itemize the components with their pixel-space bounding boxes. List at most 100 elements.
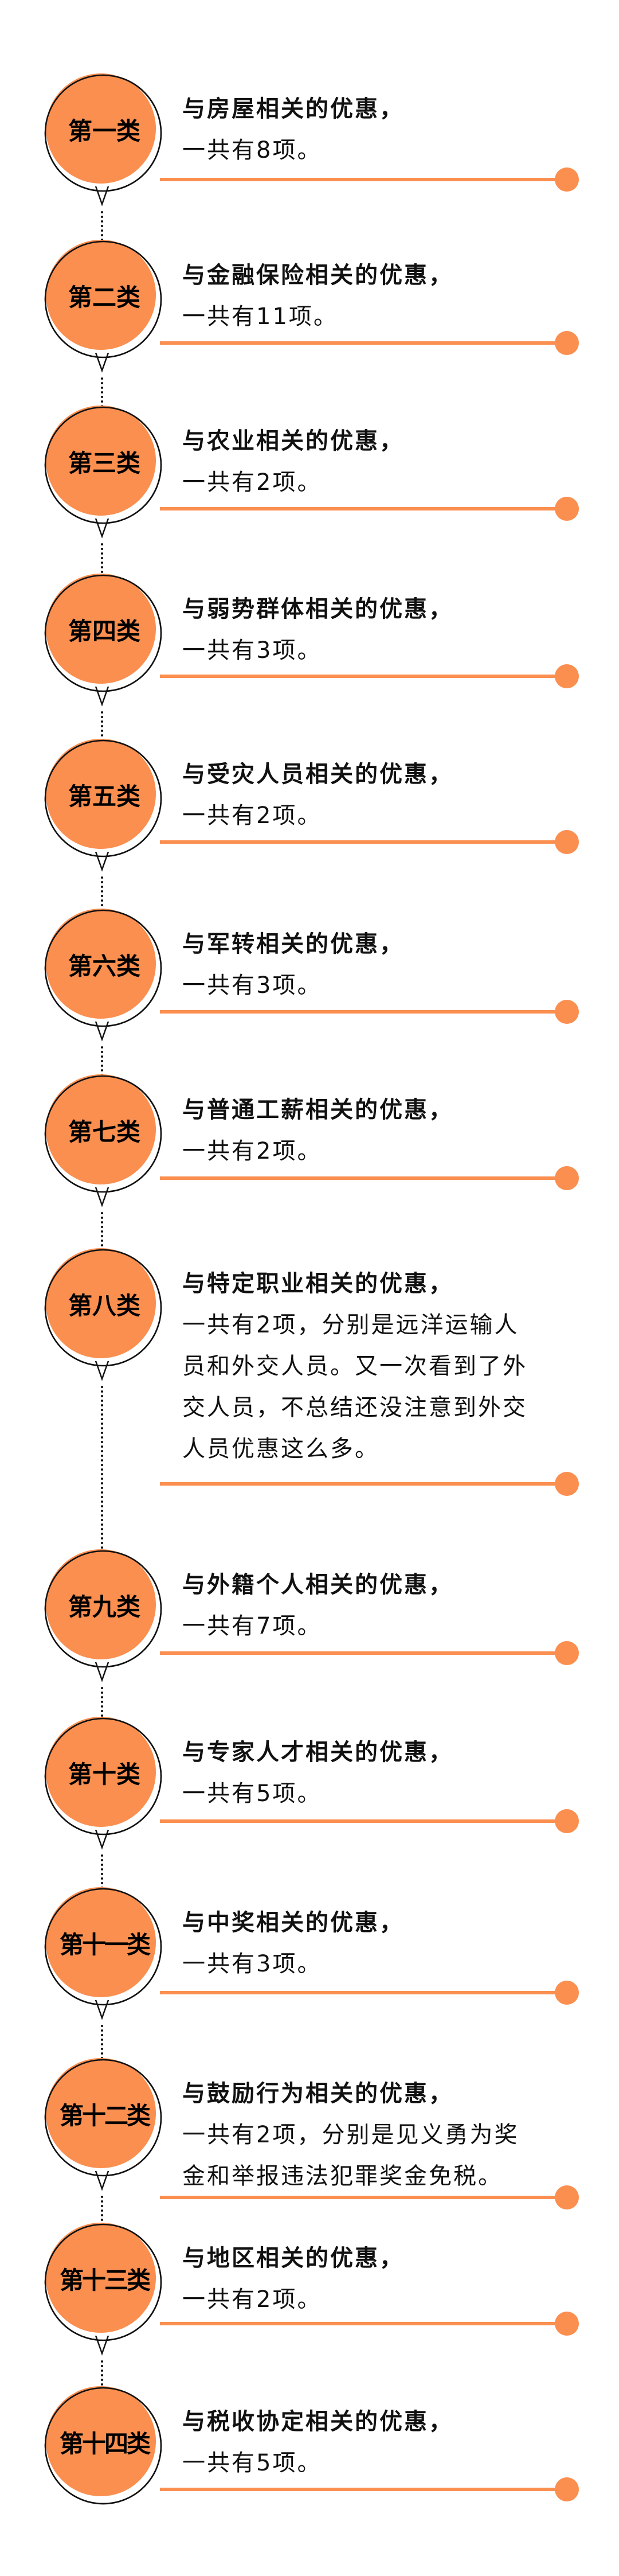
divider-line bbox=[160, 1991, 568, 1994]
category-description: 与特定职业相关的优惠，一共有2项，分别是远洋运输人员和外交人员。又一次看到了外交… bbox=[182, 1263, 595, 1470]
category-description: 与弱势群体相关的优惠，一共有3项。 bbox=[182, 589, 595, 671]
category-description: 与普通工薪相关的优惠， 一共有2项。 bbox=[182, 1089, 595, 1172]
category-detail-line: 一共有11项。 bbox=[182, 303, 338, 330]
divider-line bbox=[160, 675, 568, 678]
category-title: 与外籍个人相关的优惠， bbox=[182, 1572, 453, 1598]
divider-end-dot-icon bbox=[555, 830, 579, 854]
dotted-connector bbox=[101, 2359, 103, 2387]
category-detail-line: 一共有3项。 bbox=[182, 1951, 322, 1977]
category-description: 与鼓励行为相关的优惠， 一共有2项，分别是见义勇为奖金和举报违法犯罪奖金免税。 bbox=[182, 2073, 595, 2197]
dotted-connector bbox=[101, 376, 103, 407]
category-title: 与普通工薪相关的优惠， bbox=[182, 1097, 453, 1123]
category-detail-line: 金和举报违法犯罪奖金免税。 bbox=[182, 2163, 503, 2189]
dotted-connector bbox=[101, 2024, 103, 2059]
category-badge: 第十一类 bbox=[44, 1885, 166, 2022]
category-badge: 第十二类 bbox=[44, 2056, 166, 2193]
category-detail-line: 一共有8项。 bbox=[182, 137, 322, 163]
category-title: 与鼓励行为相关的优惠， bbox=[182, 2080, 453, 2107]
category-title: 与受灾人员相关的优惠， bbox=[182, 761, 453, 788]
divider-end-dot-icon bbox=[555, 1000, 579, 1024]
category-description: 与地区相关的优惠， 一共有2项。 bbox=[182, 2238, 595, 2320]
divider-end-dot-icon bbox=[555, 2312, 579, 2336]
category-description: 与税收协定相关的优惠， 一共有5项。 bbox=[182, 2401, 595, 2484]
category-description: 与专家人才相关的优惠，一共有5项。 bbox=[182, 1732, 595, 1814]
divider-end-dot-icon bbox=[555, 2477, 579, 2501]
speech-bubble-icon bbox=[44, 2058, 162, 2191]
dotted-connector bbox=[101, 1211, 103, 1249]
category-badge-label: 第一类 bbox=[68, 117, 140, 145]
divider-line bbox=[160, 2196, 568, 2199]
category-detail-line: 一共有2项，分别是见义勇为奖 bbox=[182, 2122, 519, 2148]
dotted-connector bbox=[101, 710, 103, 740]
category-badge-label: 第五类 bbox=[68, 782, 140, 810]
speech-bubble-icon bbox=[44, 1248, 162, 1381]
divider-end-dot-icon bbox=[555, 2185, 579, 2209]
dotted-connector bbox=[101, 542, 103, 575]
divider-line bbox=[160, 178, 568, 181]
divider-line bbox=[160, 1651, 568, 1655]
dotted-connector bbox=[101, 875, 103, 910]
speech-bubble-icon bbox=[44, 574, 162, 707]
category-detail-line: 一共有2项。 bbox=[182, 1138, 322, 1164]
category-badge-label: 第六类 bbox=[68, 952, 140, 980]
category-badge: 第九类 bbox=[44, 1547, 166, 1685]
category-detail-line: 一共有2项。 bbox=[182, 2286, 322, 2313]
category-badge: 第八类 bbox=[44, 1246, 166, 1384]
category-title: 与金融保险相关的优惠， bbox=[182, 262, 453, 289]
category-detail-line: 一共有5项。 bbox=[182, 1780, 322, 1807]
category-detail-line: 人员优惠这么多。 bbox=[182, 1436, 379, 1462]
category-title: 与地区相关的优惠， bbox=[182, 2245, 404, 2271]
dotted-connector bbox=[101, 1045, 103, 1075]
category-badge-label: 第九类 bbox=[68, 1593, 140, 1621]
speech-bubble-icon bbox=[44, 1887, 162, 2020]
category-badge: 第十四类 bbox=[44, 2384, 166, 2522]
category-detail-line: 一共有7项。 bbox=[182, 1613, 322, 1639]
category-badge-label: 第三类 bbox=[68, 449, 140, 477]
category-detail-line: 一共有3项。 bbox=[182, 637, 322, 664]
speech-bubble-icon bbox=[44, 1717, 162, 1850]
category-badge-label: 第七类 bbox=[68, 1118, 140, 1146]
category-description: 与房屋相关的优惠， 一共有8项。 bbox=[182, 88, 595, 171]
category-title: 与税收协定相关的优惠， bbox=[182, 2409, 453, 2435]
divider-line bbox=[160, 1819, 568, 1823]
divider-line bbox=[160, 2488, 568, 2491]
category-badge-label: 第十一类 bbox=[59, 1931, 151, 1959]
divider-line bbox=[160, 1482, 568, 1486]
category-title: 与特定职业相关的优惠， bbox=[182, 1271, 453, 1297]
category-description: 与农业相关的优惠，一共有2项。 bbox=[182, 420, 595, 503]
category-badge-label: 第十类 bbox=[68, 1760, 140, 1788]
category-badge: 第四类 bbox=[44, 571, 166, 709]
divider-end-dot-icon bbox=[555, 1809, 579, 1833]
category-title: 与军转相关的优惠， bbox=[182, 931, 404, 957]
category-detail-line: 一共有3项。 bbox=[182, 972, 322, 999]
category-badge: 第五类 bbox=[44, 736, 166, 874]
speech-bubble-icon bbox=[44, 406, 162, 539]
category-title: 与房屋相关的优惠， bbox=[182, 96, 404, 122]
divider-end-dot-icon bbox=[555, 1166, 579, 1190]
divider-end-dot-icon bbox=[555, 167, 579, 192]
speech-bubble-icon bbox=[44, 73, 162, 206]
dotted-connector bbox=[101, 1853, 103, 1888]
dotted-connector bbox=[101, 1385, 103, 1550]
category-badge-label: 第十三类 bbox=[59, 2266, 151, 2294]
category-badge-label: 第十四类 bbox=[59, 2430, 151, 2458]
category-badge-label: 第二类 bbox=[68, 283, 140, 311]
category-badge-label: 第十二类 bbox=[59, 2102, 151, 2130]
category-description: 与金融保险相关的优惠， 一共有11项。 bbox=[182, 255, 595, 337]
speech-bubble-icon bbox=[44, 2223, 162, 2356]
category-detail-line: 一共有5项。 bbox=[182, 2450, 322, 2476]
speech-bubble-icon bbox=[44, 909, 162, 1042]
category-detail-line: 一共有2项，分别是远洋运输人 bbox=[182, 1312, 519, 1338]
category-title: 与农业相关的优惠， bbox=[182, 428, 404, 454]
divider-line bbox=[160, 1010, 568, 1014]
category-badge: 第十三类 bbox=[44, 2220, 166, 2358]
category-description: 与中奖相关的优惠， 一共有3项。 bbox=[182, 1902, 595, 1985]
divider-end-dot-icon bbox=[555, 497, 579, 521]
divider-end-dot-icon bbox=[555, 1641, 579, 1665]
divider-line bbox=[160, 507, 568, 510]
dotted-connector bbox=[101, 2195, 103, 2224]
category-badge-label: 第八类 bbox=[68, 1292, 140, 1320]
category-title: 与中奖相关的优惠， bbox=[182, 1909, 404, 1936]
divider-line bbox=[160, 341, 568, 345]
category-detail-line: 一共有2项。 bbox=[182, 802, 322, 829]
